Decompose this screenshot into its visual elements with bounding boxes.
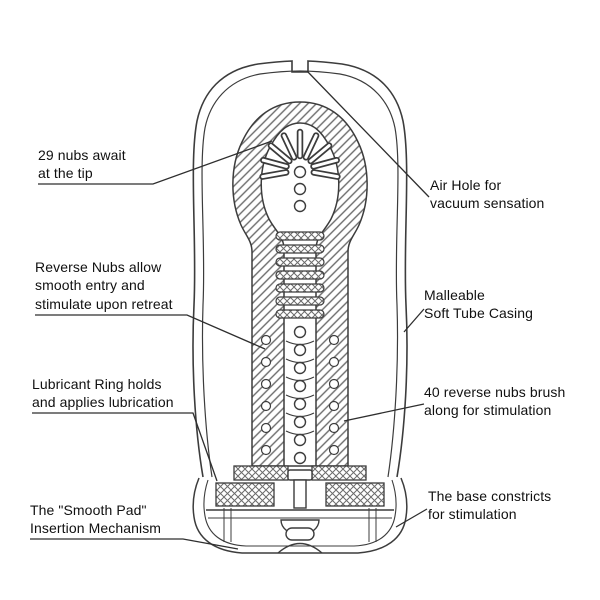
leader-lubricant-ring <box>32 412 218 482</box>
smooth-pad-mechanism <box>277 469 323 554</box>
base-assembly <box>192 477 408 554</box>
label-smooth-pad: The "Smooth Pad" Insertion Mechanism <box>30 502 162 537</box>
leader-casing <box>403 308 425 333</box>
label-casing: Malleable Soft Tube Casing <box>424 287 533 322</box>
label-reverse-nubs: Reverse Nubs allow smooth entry and stim… <box>35 259 173 312</box>
base-inner-line <box>203 479 397 547</box>
reverse-nub-ribs <box>275 231 325 319</box>
base-outline <box>192 477 408 554</box>
label-forty-nubs: 40 reverse nubs brush along for stimulat… <box>424 384 566 419</box>
leader-smooth-pad <box>30 538 239 550</box>
label-tip-nubs: 29 nubs await at the tip <box>38 147 126 182</box>
base-side-pins <box>223 508 377 542</box>
leader-40-nubs <box>343 403 425 422</box>
label-lubricant-ring: Lubricant Ring holds and applies lubrica… <box>32 376 174 411</box>
label-base: The base constricts for stimulation <box>428 488 552 523</box>
base-hatch-left <box>215 482 275 507</box>
leader-reverse-nubs <box>35 314 266 350</box>
wall-nubs <box>260 334 340 456</box>
leader-tip-nubs <box>38 140 273 185</box>
leader-lines <box>30 70 430 550</box>
base-hatch-right <box>325 482 385 507</box>
inner-sleeve-wall <box>232 101 368 467</box>
tip-nub-slots <box>261 130 339 179</box>
leader-base <box>395 508 428 528</box>
channel-holes <box>293 325 307 465</box>
casing-outer-line <box>192 60 408 478</box>
label-air-hole: Air Hole for vacuum sensation <box>430 177 545 212</box>
head-vacuum-holes <box>293 165 307 213</box>
leader-air-hole <box>306 70 430 198</box>
casing-inner-line <box>201 70 399 478</box>
outer-casing <box>192 60 408 478</box>
